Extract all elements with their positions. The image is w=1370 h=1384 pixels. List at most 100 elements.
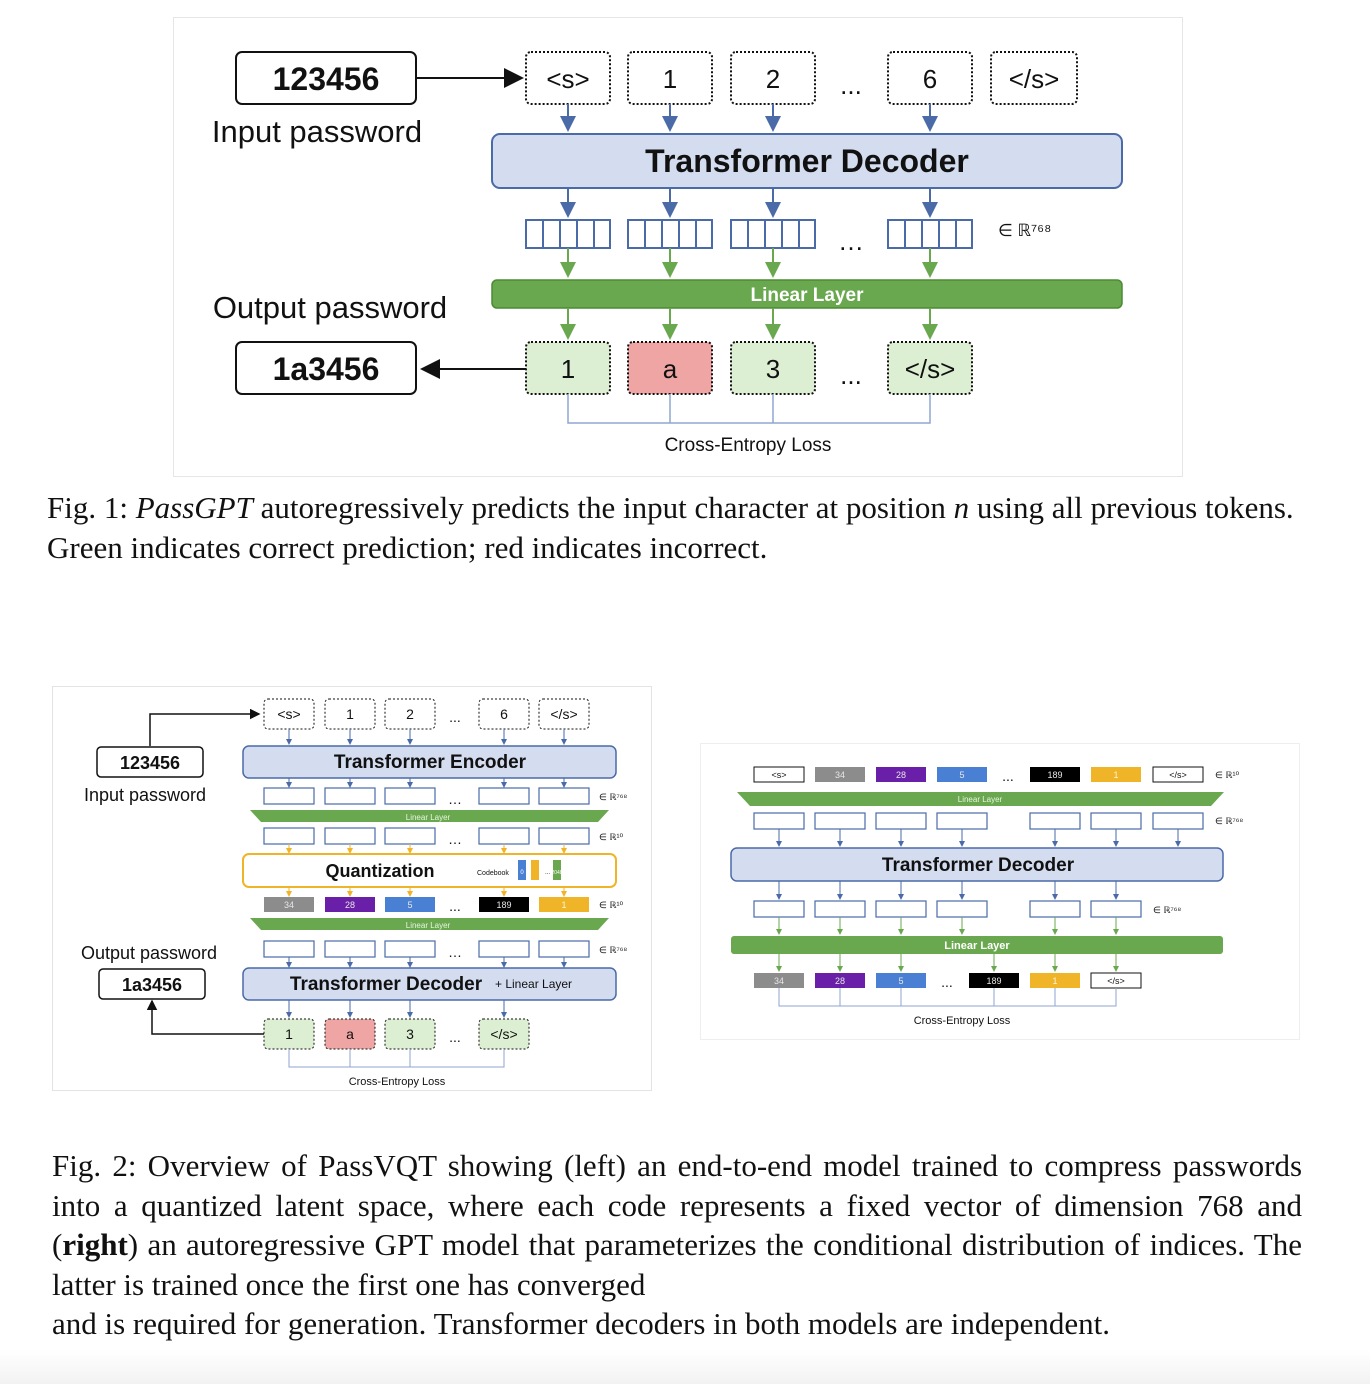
prediction-ellipsis: ... bbox=[449, 1029, 461, 1045]
caption-text: autoregressively predicts the input char… bbox=[252, 490, 954, 525]
code-ellipsis: ... bbox=[449, 898, 461, 914]
embedding-vectors bbox=[753, 812, 1204, 830]
input-password-label: Input password bbox=[212, 114, 422, 149]
loss-bracket bbox=[778, 988, 1117, 1007]
token-decoder-arrows bbox=[560, 104, 938, 132]
transformer-decoder-suffix: + Linear Layer bbox=[495, 977, 572, 991]
vector-linear-arrows bbox=[560, 248, 938, 278]
token-label: 2 bbox=[766, 64, 780, 94]
linear-layer-label: Linear Layer bbox=[406, 813, 451, 822]
code-label: 1 bbox=[1113, 770, 1118, 780]
token-label: </s> bbox=[1009, 64, 1060, 94]
loss-bracket bbox=[288, 1049, 505, 1068]
figure-1-diagram: 123456 Input password <s> 1 2 ... 6 </s>… bbox=[212, 51, 1123, 456]
quantization-arrows bbox=[286, 844, 567, 897]
codebook-ellipsis: ... bbox=[545, 870, 550, 876]
prediction-ellipsis: ... bbox=[840, 360, 862, 390]
transformer-encoder-label: Transformer Encoder bbox=[334, 752, 527, 773]
input-password-value: 123456 bbox=[273, 61, 380, 97]
prediction-label: 3 bbox=[766, 354, 780, 384]
loss-label: Cross-Entropy Loss bbox=[665, 435, 832, 456]
prediction-label: 189 bbox=[986, 976, 1001, 986]
linear-layer-block bbox=[250, 918, 609, 930]
input-password-label: Input password bbox=[84, 785, 206, 805]
codebook-entry bbox=[553, 860, 561, 880]
code-label: 189 bbox=[1047, 770, 1062, 780]
token-label: 2 bbox=[406, 706, 414, 722]
code-label: 28 bbox=[345, 900, 355, 910]
dimension-label: ∈ ℝ⁷⁶⁸ bbox=[599, 945, 627, 955]
codebook-entry-label: 0 bbox=[520, 870, 524, 876]
caption-model-name: PassGPT bbox=[135, 490, 253, 525]
prediction-label: 3 bbox=[406, 1026, 414, 1042]
figure-1-caption: Fig. 1: PassGPT autoregressively predict… bbox=[47, 488, 1312, 567]
loss-label: Cross-Entropy Loss bbox=[349, 1076, 446, 1088]
transformer-decoder-block bbox=[491, 133, 1123, 189]
code-label: 5 bbox=[407, 900, 412, 910]
linear-arrows bbox=[776, 917, 1119, 972]
caption-prefix: Fig. 1: bbox=[47, 490, 128, 525]
code-label: 1 bbox=[561, 900, 566, 910]
token-label: <s> bbox=[277, 706, 300, 722]
token-label: </s> bbox=[550, 706, 577, 722]
figure-2-left: 123456 Input password <s> 1 2 ... 6 </s>… bbox=[52, 686, 652, 1091]
svg-text:…: … bbox=[448, 944, 462, 960]
prediction-label: 34 bbox=[774, 976, 784, 986]
token-ellipsis: ... bbox=[840, 70, 862, 100]
loss-bracket bbox=[567, 394, 931, 424]
figure-2-left-diagram: 123456 Input password <s> 1 2 ... 6 </s>… bbox=[81, 698, 627, 1088]
bottom-fade bbox=[0, 1350, 1370, 1384]
token-label: <s> bbox=[546, 64, 589, 94]
transformer-encoder-block bbox=[242, 745, 617, 779]
transformer-decoder-label: Transformer Decoder bbox=[645, 143, 969, 179]
decoder-input-vectors bbox=[263, 940, 590, 958]
caption-text-last-line: and is required for generation. Transfor… bbox=[52, 1306, 1110, 1341]
dimension-label: ∈ ℝ⁷⁶⁸ bbox=[599, 792, 627, 802]
dimension-label: ∈ ℝ¹⁰ bbox=[599, 832, 623, 842]
dimension-label: ∈ ℝ¹⁰ bbox=[1215, 770, 1239, 780]
predictions: 34 28 5 ... 189 1 </s> bbox=[754, 972, 1142, 990]
code-label: 34 bbox=[284, 900, 294, 910]
code-ellipsis: ... bbox=[1002, 768, 1014, 784]
token-label: 6 bbox=[500, 706, 508, 722]
quantized-codes: 34 28 5 ... 189 1 bbox=[264, 897, 589, 914]
code-label: 189 bbox=[496, 900, 511, 910]
flow-arrows bbox=[776, 829, 1181, 900]
prediction-label: 1 bbox=[1052, 976, 1057, 986]
transformer-decoder-label: Transformer Decoder bbox=[882, 855, 1075, 876]
transformer-decoder-block bbox=[242, 967, 617, 1001]
decoder-output-vectors bbox=[753, 900, 1142, 918]
output-password-value: 1a3456 bbox=[122, 975, 182, 995]
figure-2-caption: Fig. 2: Overview of PassVQT showing (lef… bbox=[52, 1146, 1302, 1344]
transformer-decoder-label: Transformer Decoder bbox=[290, 974, 483, 995]
code-label: <s> bbox=[771, 770, 786, 780]
input-arrow bbox=[149, 708, 261, 746]
code-label: 34 bbox=[835, 770, 845, 780]
output-password-box bbox=[235, 341, 417, 395]
output-arrow bbox=[146, 999, 264, 1035]
dimension-label: ∈ ℝ¹⁰ bbox=[599, 900, 623, 910]
input-tokens: <s> 1 2 ... 6 </s> bbox=[525, 51, 1078, 105]
decoder-vector-arrows bbox=[560, 188, 938, 218]
caption-text: using all previous tokens. Green indicat… bbox=[47, 490, 1294, 565]
svg-text:…: … bbox=[448, 791, 462, 807]
dimension-label: ∈ ℝ⁷⁶⁸ bbox=[1153, 905, 1181, 915]
linear-layer-block bbox=[250, 810, 609, 822]
code-label: 5 bbox=[959, 770, 964, 780]
token-label: 1 bbox=[663, 64, 677, 94]
quantization-label: Quantization bbox=[326, 861, 435, 881]
token-label: 1 bbox=[346, 706, 354, 722]
predictions: 1 a 3 ... </s> bbox=[525, 341, 973, 395]
output-password-value: 1a3456 bbox=[273, 351, 380, 387]
codebook-label: Codebook bbox=[477, 870, 509, 877]
caption-prefix: Fig. 2: bbox=[52, 1148, 137, 1183]
prediction-label: a bbox=[663, 354, 678, 384]
token-box bbox=[990, 51, 1078, 105]
figure-1: 123456 Input password <s> 1 2 ... 6 </s>… bbox=[173, 17, 1183, 477]
code-label: </s> bbox=[1169, 770, 1187, 780]
svg-text:…: … bbox=[838, 226, 864, 256]
transformer-decoder-block bbox=[730, 847, 1224, 882]
linear-layer-block bbox=[731, 936, 1223, 954]
prediction-label: a bbox=[346, 1026, 354, 1042]
codebook-entry bbox=[518, 860, 526, 880]
